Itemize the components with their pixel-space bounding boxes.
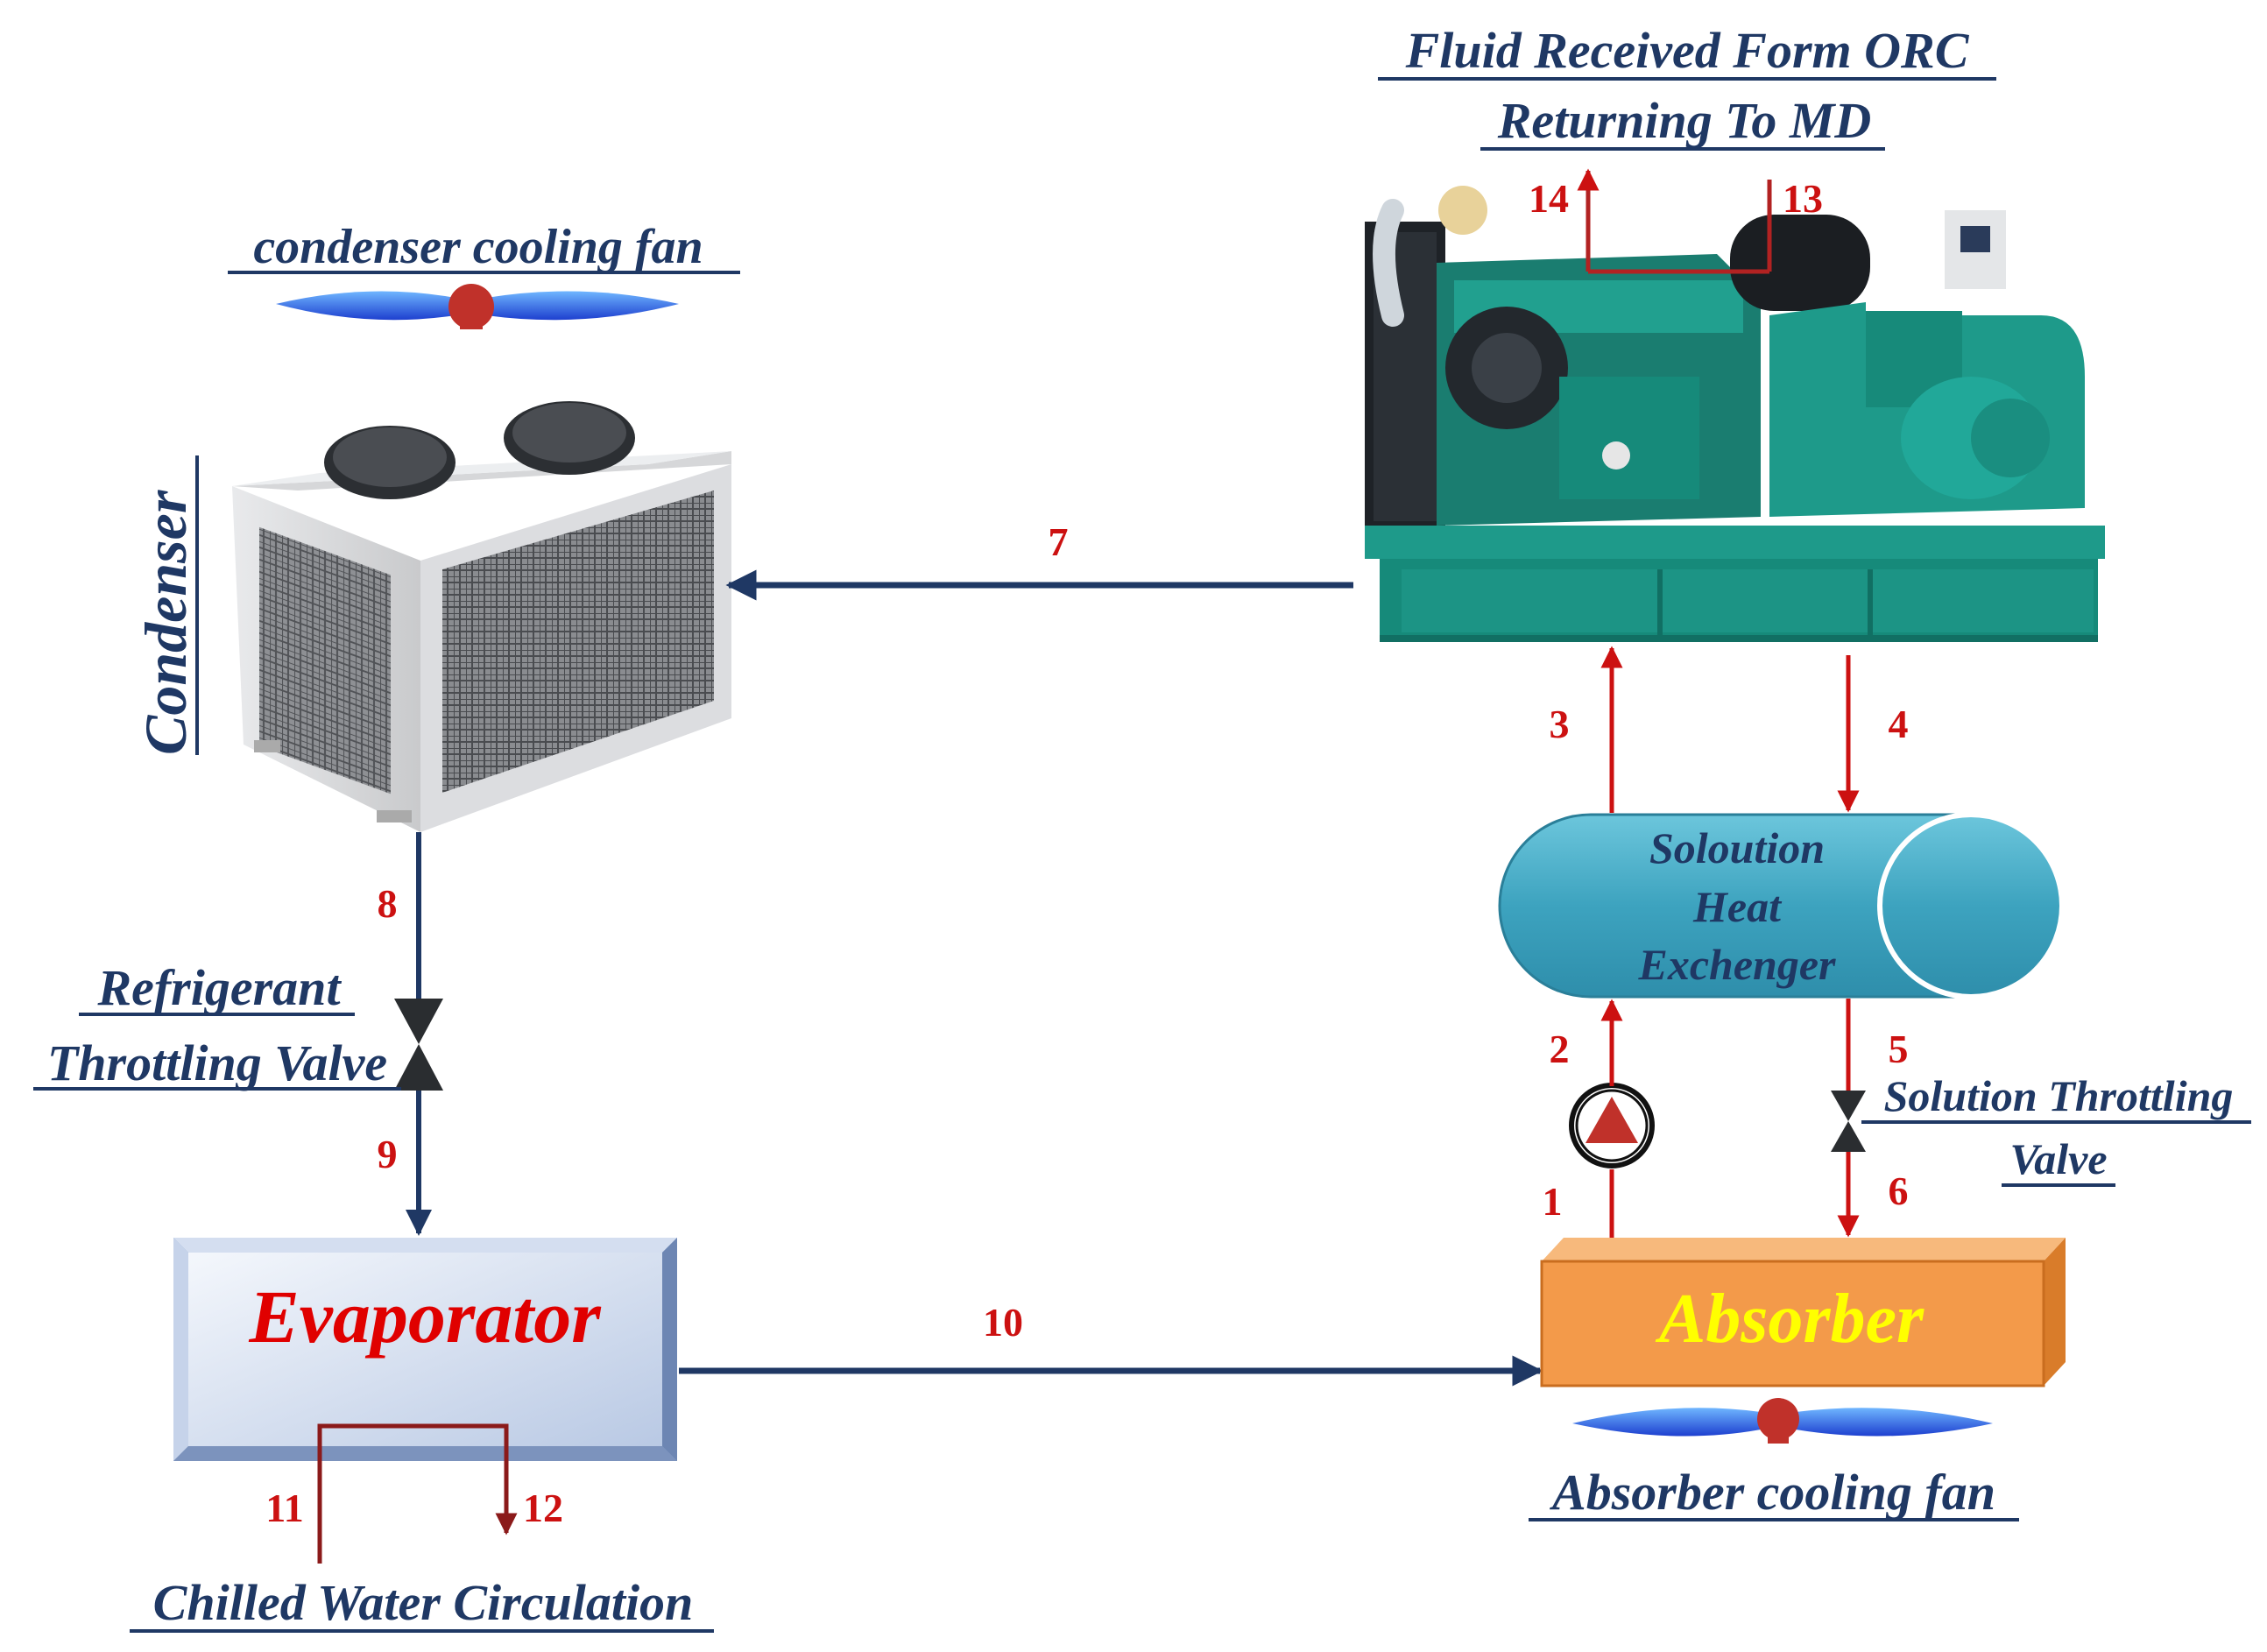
orc-return-lines [1577, 168, 1772, 274]
chilled-water-label: Chilled Water Circulation [153, 1574, 694, 1631]
state-point-10: 10 [983, 1300, 1023, 1345]
state-point-2: 2 [1550, 1027, 1570, 1071]
shx-label-line2: Heat [1692, 882, 1783, 931]
state-point-9: 9 [378, 1132, 398, 1176]
refrigerant-valve-label-line2: Throttling Valve [47, 1034, 387, 1091]
condenser-cooling-fan-icon [276, 284, 679, 329]
solution-valve-label-line1: Solution Throttling [1884, 1071, 2234, 1120]
orc-label-line2: Returning To MD [1497, 92, 1872, 149]
state-point-5: 5 [1889, 1027, 1909, 1071]
shx-label-line1: Soloution [1649, 823, 1825, 872]
state-point-12: 12 [523, 1486, 563, 1530]
solution-throttling-valve-icon [1831, 1091, 1866, 1152]
absorber-fan-label: Absorber cooling fan [1550, 1464, 1995, 1521]
orc-label-line1: Fluid Received Form ORC [1405, 22, 1970, 79]
evaporator-box [173, 1238, 677, 1461]
condenser-label: Condenser [132, 490, 199, 755]
solution-heat-exchanger [1498, 812, 2065, 999]
evaporator-label: Evaporator [248, 1274, 602, 1359]
solution-valve-label-line2: Valve [2009, 1134, 2107, 1183]
state-point-7: 7 [1049, 519, 1069, 564]
absorber-box [1540, 1238, 2066, 1387]
state-point-3: 3 [1550, 702, 1570, 746]
state-point-13: 13 [1783, 176, 1823, 221]
state-point-14: 14 [1529, 176, 1569, 221]
genset-image [1365, 186, 2105, 642]
condenser-unit-image [232, 401, 731, 832]
refrigerant-valve-label-line1: Refrigerant [96, 959, 342, 1016]
state-point-6: 6 [1889, 1168, 1909, 1213]
state-point-4: 4 [1889, 702, 1909, 746]
orc-label: Fluid Received Form ORC Returning To MD [1378, 22, 1996, 151]
chilled-water-loop [317, 1423, 518, 1564]
absorber-label: Absorber [1655, 1281, 1924, 1358]
solution-pump-icon [1569, 1083, 1655, 1168]
state-point-1: 1 [1543, 1179, 1563, 1224]
state-point-8: 8 [378, 881, 398, 926]
condenser-fan-label: condenser cooling fan [253, 220, 703, 274]
absorber-cooling-fan-icon [1572, 1398, 1993, 1444]
state-point-11: 11 [265, 1486, 303, 1530]
shx-label-line3: Exchenger [1638, 940, 1837, 989]
refrigerant-throttling-valve-icon [394, 999, 443, 1091]
